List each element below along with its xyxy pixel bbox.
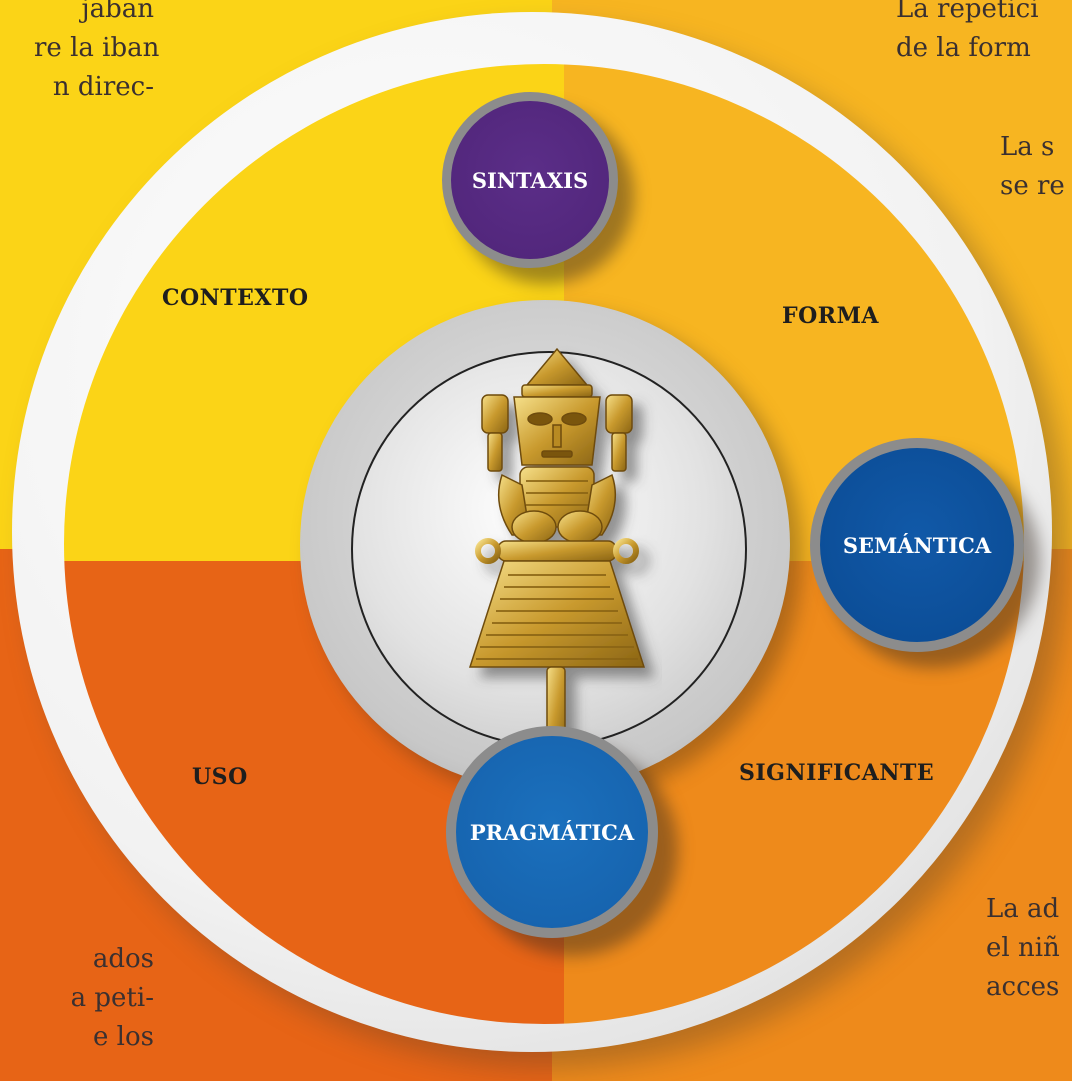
label-significante: SIGNIFICANTE <box>739 760 935 786</box>
label-forma: FORMA <box>782 303 879 329</box>
pragmatica-label: PRAGMÁTICA <box>469 819 635 845</box>
label-contexto: CONTEXTO <box>162 285 309 311</box>
text-line: La repetici <box>896 0 1039 24</box>
text-line: re la iban <box>34 33 160 63</box>
text-line: de la form <box>896 33 1031 63</box>
semantica-label: SEMÁNTICA <box>842 532 992 558</box>
text-fragment-top-right: La repetici de la form <box>896 0 1039 68</box>
semantica-bubble: SEMÁNTICA <box>810 438 1024 652</box>
pragmatica-bubble: PRAGMÁTICA <box>446 726 658 938</box>
golden-tunjo-figure-icon <box>468 347 646 752</box>
sintaxis-bubble: SINTAXIS <box>442 92 618 268</box>
sintaxis-label: SINTAXIS <box>471 167 589 193</box>
label-uso: USO <box>192 764 248 790</box>
text-line: jaban <box>81 0 154 24</box>
text-line: e los <box>93 1022 154 1052</box>
